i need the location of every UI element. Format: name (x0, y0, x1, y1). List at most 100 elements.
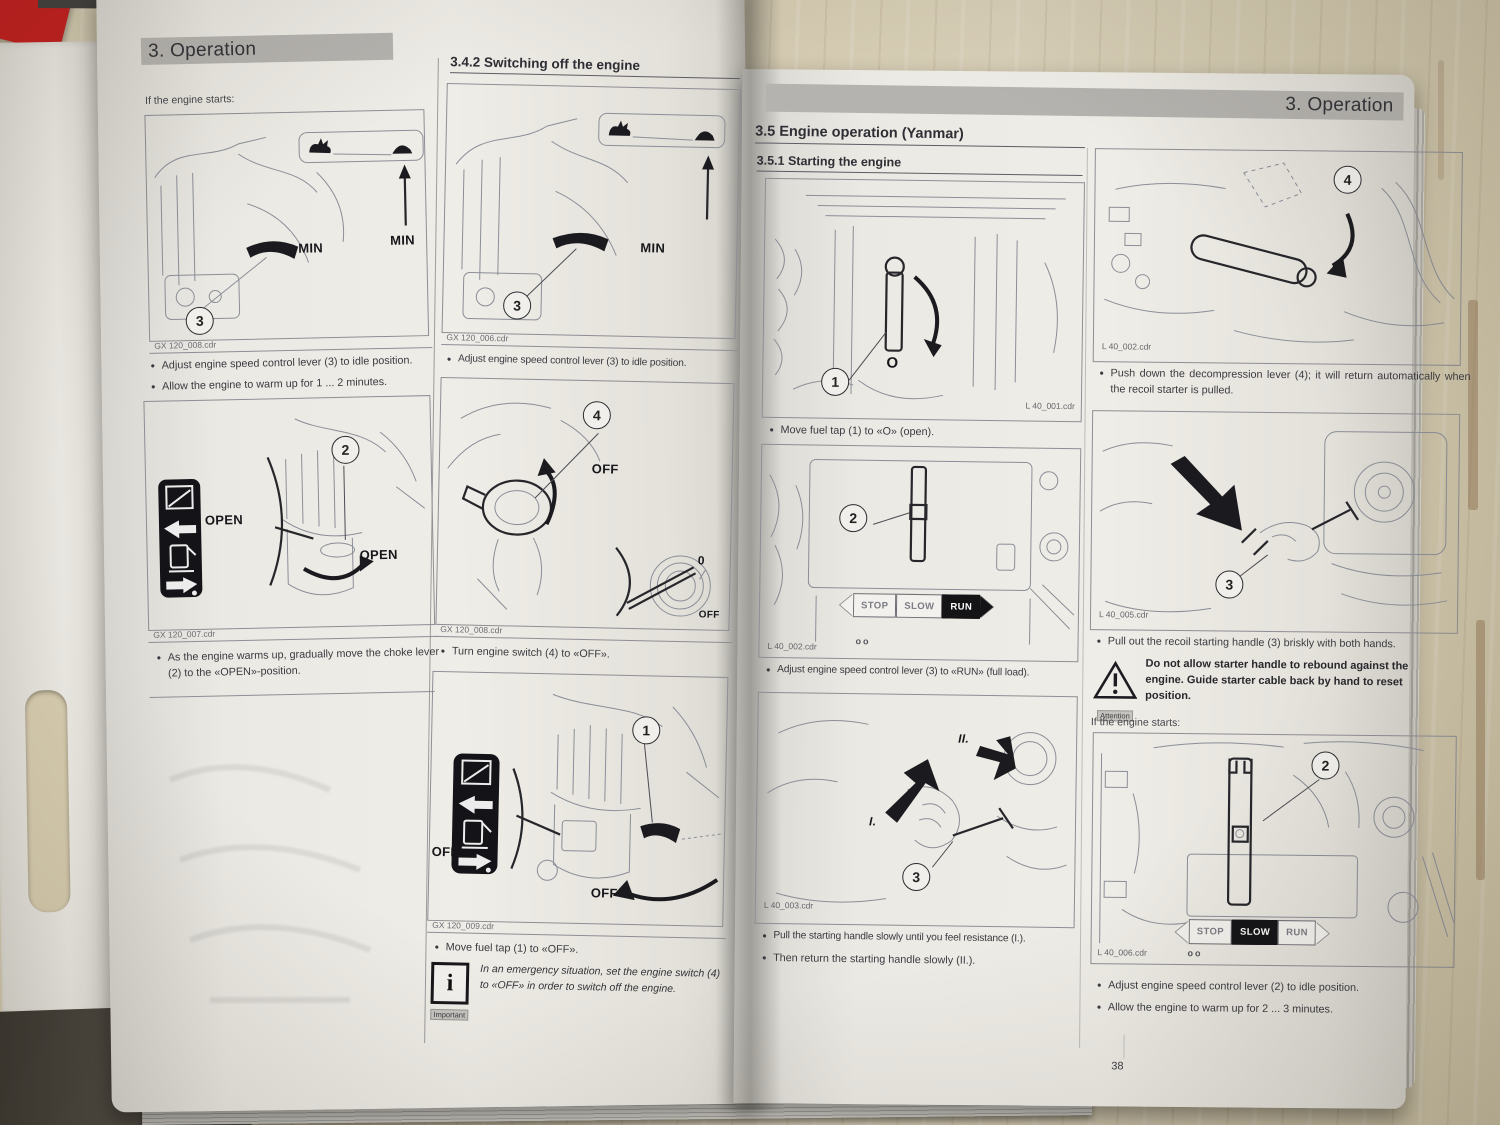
important-note-text: In an emergency situation, set the engin… (479, 962, 721, 995)
wood-grain-streak (1438, 60, 1444, 180)
engine-drawing (1099, 431, 1448, 613)
instruction-bullet: Pull out the recoil starting handle (3) … (1094, 634, 1468, 654)
engine-drawing (1104, 162, 1455, 343)
show-through-ghost (168, 764, 372, 1003)
instruction-bullet: Move fuel tap (1) to «O» (open). (766, 423, 1094, 443)
right-page-column-2: 4 L 40_002.cdr Push down the decompressi… (1083, 138, 1471, 1102)
important-icon-label: Important (430, 1008, 469, 1021)
stop-slow-run-plate: STOP SLOW RUN (1175, 919, 1330, 946)
off-label: OFF (590, 885, 618, 901)
page-header: 3. Operation (147, 38, 257, 62)
open-label: OPEN (204, 511, 244, 528)
instruction-bullet: Allow the engine to warm up for 2 ... 3 … (1094, 1000, 1460, 1019)
plate-run: RUN (942, 594, 981, 619)
figure-speed-lever-idle: 2 STOP SLOW RUN oo L 40_006.cdr (1090, 732, 1457, 968)
attention-note-text: Do not allow starter handle to rebound a… (1145, 657, 1409, 703)
callout-2: 2 (1311, 751, 1340, 780)
intro-text: If the engine starts: (1090, 716, 1181, 730)
stop-slow-run-plate: STOP SLOW RUN (839, 593, 994, 619)
plate-slow: SLOW (896, 593, 943, 619)
figure-choke-open: OPEN OPEN 2 (143, 395, 436, 632)
engine-drawing (158, 418, 426, 598)
important-icon: i Important (427, 961, 472, 1023)
figure-fuel-tap-open: O 1 L 40_001.cdr (761, 177, 1085, 423)
instruction-bullet: Adjust engine speed control lever (3) to… (763, 663, 1091, 682)
figure-caption: L 40_002.cdr (1101, 341, 1152, 352)
callout-4: 4 (1333, 165, 1362, 194)
phase-two-label: II. (958, 731, 970, 746)
figure-fuel-tap-off: OFF OFF 1 (427, 670, 729, 927)
right-arrowhead-icon (1315, 921, 1330, 945)
engine-drawing (769, 459, 1075, 645)
page-header-band: 3. Operation (140, 32, 394, 66)
figure-caption: L 40_001.cdr (1025, 400, 1075, 412)
figure-caption: L 40_003.cdr (763, 899, 814, 911)
left-arrowhead-icon (1175, 920, 1189, 943)
warning-triangle-icon (1092, 660, 1138, 699)
instruction-bullet: Adjust engine speed control lever (3) to… (148, 353, 445, 375)
intro-text: If the engine starts: (144, 93, 235, 107)
plate-stop: STOP (852, 593, 897, 618)
off-label: OFF (591, 461, 619, 477)
min-label: MIN (640, 240, 666, 256)
plate-run: RUN (1278, 920, 1317, 946)
min-label: MIN (389, 232, 415, 248)
rule (149, 691, 435, 698)
left-page-column-2: 3.4.2 Switching off the engine MIN 3 (425, 49, 744, 1055)
instruction-bullet: Push down the decompression lever (4); i… (1096, 366, 1470, 401)
figure-engine-switch-off: OFF 0 OFF 4 (435, 376, 735, 632)
engine-drawing (455, 112, 726, 321)
attention-icon: Attention (1091, 660, 1140, 723)
screw-dots: oo (855, 636, 871, 647)
right-arrowhead-icon (980, 595, 994, 619)
wood-grain-streak (1468, 300, 1478, 510)
open-label: OPEN (359, 546, 398, 563)
off-label: OFF (698, 609, 720, 621)
left-page-column-1: 3. Operation If the engine starts: (136, 27, 443, 733)
zero-label: 0 (697, 553, 705, 568)
engine-drawing (1099, 741, 1455, 944)
plate-stop: STOP (1188, 919, 1233, 945)
off-label: OFF (431, 843, 459, 860)
o-label: O (886, 354, 899, 372)
figure-engine-idle-off: MIN 3 (441, 83, 741, 340)
figure-decompression-lever: 4 L 40_002.cdr (1092, 148, 1463, 366)
instruction-bullet: Adjust engine speed control lever (2) to… (1094, 978, 1460, 997)
engine-drawing (767, 720, 1067, 903)
plate-slow: SLOW (1231, 919, 1279, 946)
page-header: 3. Operation (1285, 93, 1394, 117)
instruction-bullet: Move fuel tap (1) to «OFF». (432, 940, 736, 962)
figure-recoil-pull: 3 L 40_005.cdr (1089, 410, 1461, 634)
figure-caption: L 40_006.cdr (1097, 947, 1147, 958)
page-number: 38 (1111, 1060, 1124, 1073)
screw-dots: oo (1187, 948, 1203, 959)
instruction-bullet: Pull the starting handle slowly until yo… (759, 929, 1087, 948)
instruction-bullet: Adjust engine speed control lever (3) to… (444, 352, 748, 373)
footer-tick (1123, 1034, 1125, 1059)
wood-grain-streak (1476, 620, 1485, 880)
engine-drawing (154, 129, 424, 320)
book-spine (716, 0, 782, 1110)
instruction-bullet: Allow the engine to warm up for 1 ... 2 … (148, 374, 445, 396)
phase-one-label: I. (868, 814, 877, 829)
engine-drawing (451, 693, 723, 902)
fuel-pictogram-plate (451, 753, 500, 875)
figure-caption: L 40_005.cdr (1098, 609, 1149, 620)
instruction-bullet: As the engine warms up, gradually move t… (154, 645, 452, 682)
min-label: MIN (298, 240, 324, 256)
figure-speed-lever-run: 2 STOP SLOW RUN oo L 40_002.cdr (758, 443, 1082, 663)
figure-caption: L 40_002.cdr (767, 640, 817, 652)
fuel-pictogram-plate (158, 479, 203, 598)
info-icon: i (430, 961, 470, 1005)
figure-engine-idle: MIN MIN 3 (144, 109, 430, 342)
engine-drawing (773, 194, 1066, 400)
instruction-bullet: Turn engine switch (4) to «OFF». (438, 644, 742, 666)
section-heading: 3.4.2 Switching off the engine (450, 54, 741, 80)
figure-pull-starting-handle: I. II. 3 L 40_003.cdr (754, 691, 1078, 929)
engine-drawing (447, 402, 711, 617)
cover-handle-cutout (24, 689, 71, 913)
instruction-bullet: Then return the starting handle slowly (… (759, 951, 1087, 971)
right-page-column-1: O 1 L 40_001.cdr Move fuel tap (1) to «O… (751, 86, 1088, 990)
callout-3: 3 (1215, 570, 1244, 599)
